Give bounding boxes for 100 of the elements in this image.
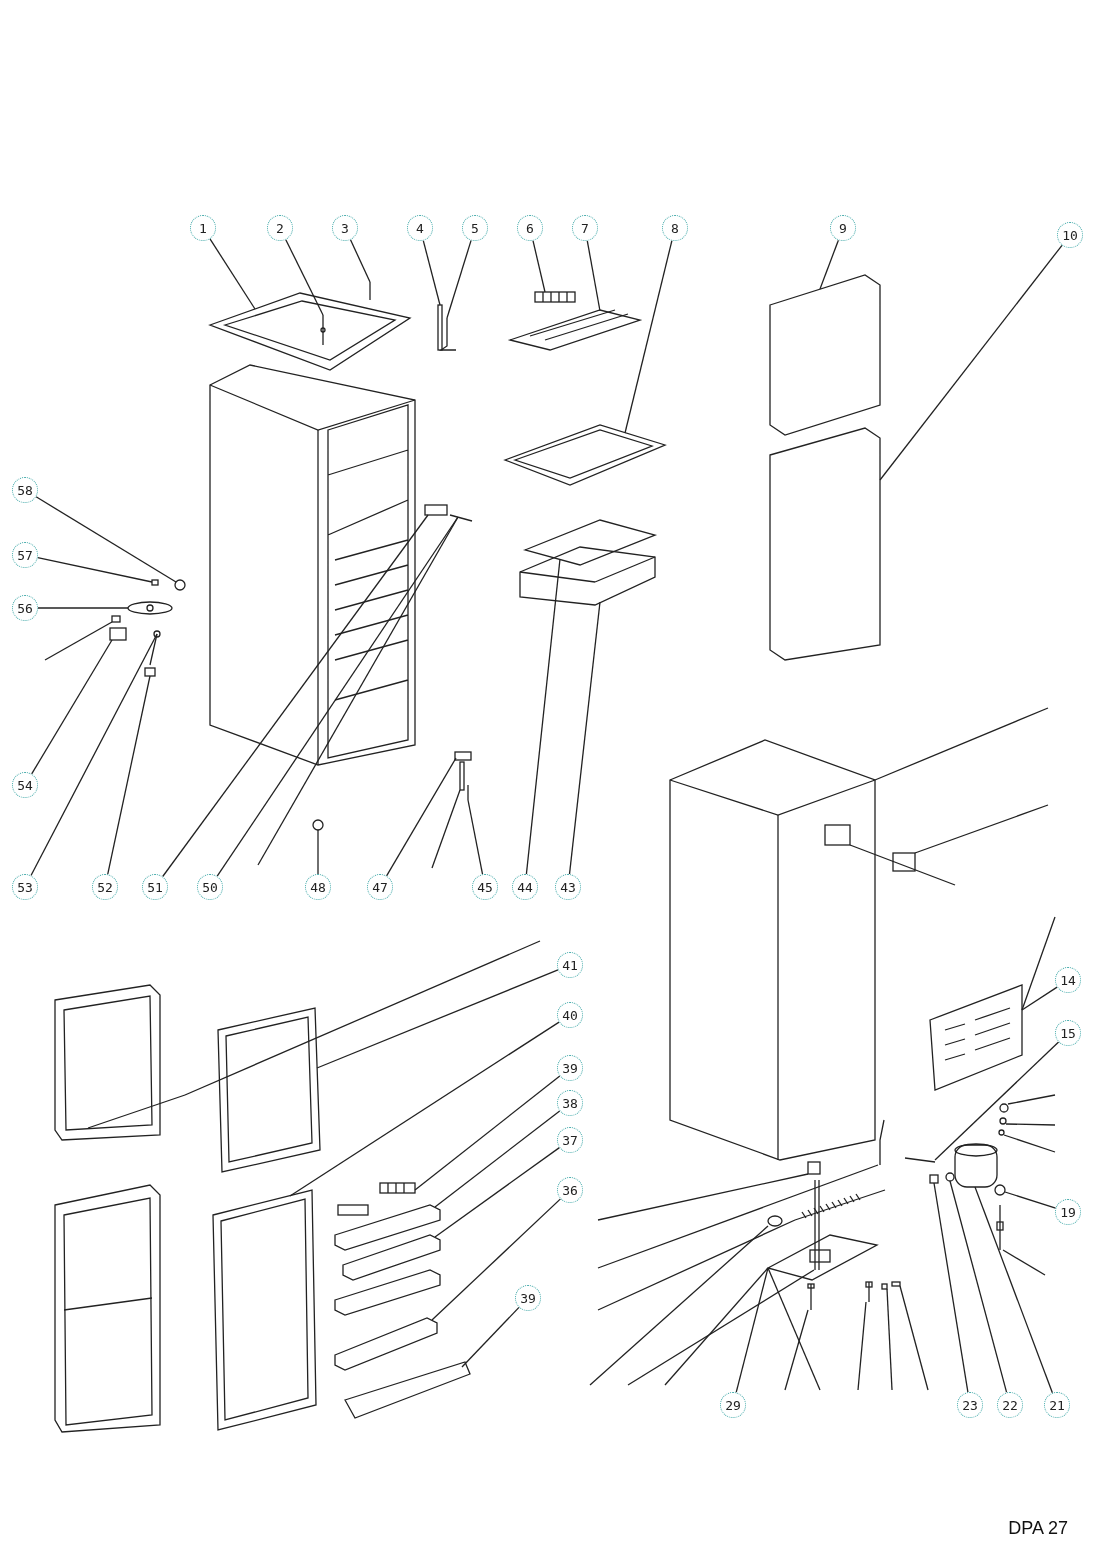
egg-tray-drawing: [379, 1182, 416, 1194]
leader-line: [31, 639, 113, 775]
grommet-drawing: [945, 1172, 955, 1182]
hinge-drawing: [454, 751, 472, 761]
leader-line: [857, 1301, 867, 1391]
callout-number: 3: [332, 215, 358, 241]
callout-number: 50: [197, 874, 223, 900]
leader-line: [784, 1309, 809, 1391]
leader-line: [819, 239, 840, 290]
leader-line: [184, 940, 541, 1096]
callout-number: 4: [407, 215, 433, 241]
pipe-drawing: [879, 1119, 885, 1166]
wire-drawing: [904, 1157, 936, 1163]
leader-line: [285, 239, 324, 316]
leader-line: [525, 558, 561, 875]
callout-number: 54: [12, 772, 38, 798]
leader-line: [597, 1164, 879, 1269]
leader-line: [849, 844, 956, 886]
door-drawing: [769, 274, 881, 436]
door-shelf-drawing: [334, 1204, 441, 1251]
label-plate-drawing: [824, 824, 851, 846]
bolt-drawing: [865, 1281, 873, 1303]
bolt-drawing: [994, 1184, 1006, 1196]
screw-drawing: [807, 1283, 815, 1311]
callout-number: 41: [557, 952, 583, 978]
callout-number: 47: [367, 874, 393, 900]
leader-line: [1021, 916, 1056, 1011]
callout-number: 7: [572, 215, 598, 241]
leader-line: [1007, 1094, 1056, 1105]
bottle-clip-drawing: [344, 1361, 471, 1419]
lamp-cover-drawing: [127, 601, 173, 615]
leader-line: [1004, 1191, 1057, 1209]
leader-line: [586, 240, 601, 312]
shelf-drawing: [507, 309, 643, 351]
bracket-drawing: [807, 1161, 821, 1175]
leader-line: [431, 789, 461, 869]
leader-line: [1002, 1249, 1046, 1276]
crisper-drawing: [519, 546, 656, 606]
crisper-cover-drawing: [522, 519, 658, 566]
switch-drawing: [144, 667, 156, 677]
callout-number: 39: [515, 1285, 541, 1311]
washer-drawing: [998, 1129, 1005, 1136]
callout-number: 52: [92, 874, 118, 900]
leader-line: [461, 1306, 520, 1368]
hinge-drawing: [424, 504, 448, 516]
leader-line: [37, 607, 129, 609]
callout-number: 48: [305, 874, 331, 900]
leader-line: [1005, 1123, 1056, 1126]
grille-drawing: [929, 984, 1023, 1091]
fridge-cabinet-drawing: [209, 364, 416, 766]
leader-line: [874, 707, 1049, 781]
callout-number: 19: [1055, 1199, 1081, 1225]
condenser-drawing: [794, 1189, 886, 1221]
knob-drawing: [174, 579, 186, 591]
leader-line: [434, 1110, 561, 1208]
bar-drawing: [87, 1094, 186, 1129]
leader-line: [1021, 986, 1058, 1011]
callout-number: 23: [957, 1392, 983, 1418]
door-shelf-drawing: [334, 1317, 438, 1371]
clip-drawing: [891, 1281, 901, 1287]
sleeve-drawing: [929, 1174, 939, 1184]
leader-line: [597, 1219, 796, 1311]
washer-drawing: [999, 1117, 1007, 1125]
leader-line: [914, 804, 1049, 854]
callout-number: 15: [1055, 1020, 1081, 1046]
tube-drawing: [814, 1179, 820, 1271]
leader-line: [317, 829, 319, 875]
callout-number: 56: [12, 595, 38, 621]
clip-drawing: [111, 615, 121, 623]
leader-line: [899, 1285, 929, 1391]
callout-number: 14: [1055, 967, 1081, 993]
compressor-drawing: [954, 1143, 998, 1188]
fridge-back-drawing: [669, 739, 876, 1161]
callout-number: 51: [142, 874, 168, 900]
clip-drawing: [151, 579, 159, 586]
leader-line: [257, 516, 459, 866]
label-plate-drawing: [892, 852, 916, 872]
leader-line: [532, 240, 546, 293]
washer-drawing: [881, 1283, 888, 1290]
leader-line: [627, 1269, 815, 1386]
leader-line: [162, 514, 429, 878]
leader-line: [1003, 1134, 1056, 1153]
leader-line: [589, 1225, 769, 1386]
callout-number: 10: [1057, 222, 1083, 248]
callout-number: 43: [555, 874, 581, 900]
door-drawing: [769, 427, 881, 661]
callout-number: 36: [557, 1177, 583, 1203]
foot-drawing: [312, 819, 324, 831]
callout-number: 8: [662, 215, 688, 241]
leader-line: [414, 1075, 561, 1191]
rack-drawing: [534, 291, 576, 303]
leader-line: [735, 1267, 769, 1394]
leader-line: [933, 1182, 969, 1393]
rod-drawing: [459, 761, 465, 791]
leader-line: [879, 244, 1063, 481]
callout-number: 37: [557, 1127, 583, 1153]
leader-line: [467, 799, 484, 875]
screw-drawing: [449, 514, 473, 522]
callout-number: 57: [12, 542, 38, 568]
leader-line: [446, 239, 472, 319]
